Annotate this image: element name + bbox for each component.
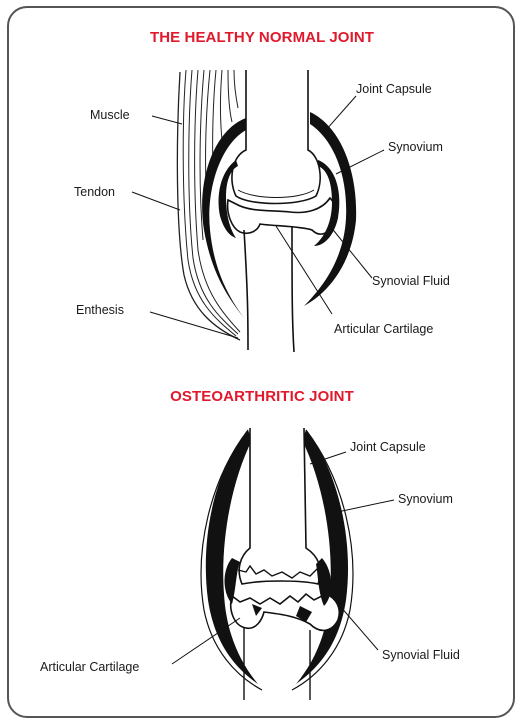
oa-label-joint-capsule: Joint Capsule — [350, 440, 426, 454]
oa-joint-title: OSTEOARTHRITIC JOINT — [0, 388, 524, 405]
label-articular-cartilage: Articular Cartilage — [334, 322, 433, 336]
label-synovial-fluid: Synovial Fluid — [372, 274, 450, 288]
oa-label-synovial-fluid: Synovial Fluid — [382, 648, 460, 662]
healthy-upper-bone — [232, 70, 320, 204]
label-enthesis: Enthesis — [76, 303, 124, 317]
label-muscle: Muscle — [90, 108, 130, 122]
oa-joint-drawing — [172, 428, 394, 700]
healthy-joint-title: THE HEALTHY NORMAL JOINT — [0, 29, 524, 46]
oa-label-synovium: Synovium — [398, 492, 453, 506]
oa-label-articular-cartilage: Articular Cartilage — [40, 660, 139, 674]
label-synovium: Synovium — [388, 140, 443, 154]
label-tendon: Tendon — [74, 185, 115, 199]
healthy-joint-drawing — [132, 70, 384, 352]
label-joint-capsule: Joint Capsule — [356, 82, 432, 96]
